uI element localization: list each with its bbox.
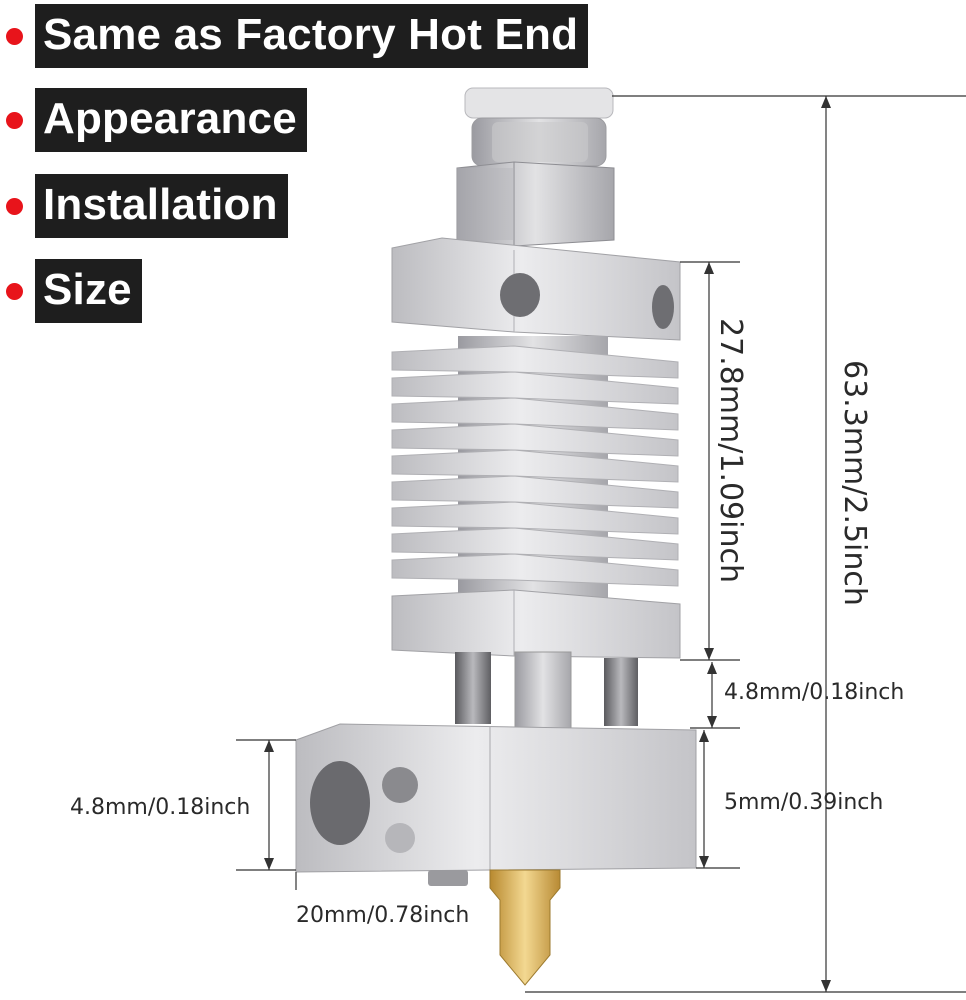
bullet-icon (6, 111, 23, 129)
brass-nozzle (489, 869, 561, 986)
bullet-icon (6, 27, 23, 45)
bullet-icon (6, 197, 23, 215)
heatsink-bottom-block (391, 589, 681, 659)
feature-label: Installation (35, 174, 288, 238)
block-height-left-label: 4.8mm/0.18inch (70, 795, 251, 820)
feature-label: Appearance (35, 88, 307, 152)
feature-size: Size (6, 259, 142, 323)
feature-same-as-factory: Same as Factory Hot End (6, 4, 589, 68)
cooling-fins (391, 336, 679, 600)
block-height-right-label: 5mm/0.39inch (724, 790, 884, 815)
heatsink-top-block (391, 237, 681, 341)
feature-appearance: Appearance (6, 88, 307, 152)
feature-label: Size (35, 259, 142, 323)
hex-nut (456, 161, 615, 247)
block-width-label: 20mm/0.78inch (296, 903, 470, 928)
total-height-label: 63.3mm/2.5inch (837, 360, 872, 606)
coupler-cap (464, 87, 614, 167)
bullet-icon (6, 282, 23, 300)
heatsink-height-label: 27.8mm/1.09inch (713, 318, 748, 584)
feature-installation: Installation (6, 174, 288, 238)
dimension-lines (236, 95, 966, 993)
throat-gap-label: 4.8mm/0.18inch (724, 680, 905, 705)
feature-label: Same as Factory Hot End (35, 4, 589, 68)
heatbreak-and-screws (455, 651, 638, 731)
heater-block (295, 723, 697, 886)
